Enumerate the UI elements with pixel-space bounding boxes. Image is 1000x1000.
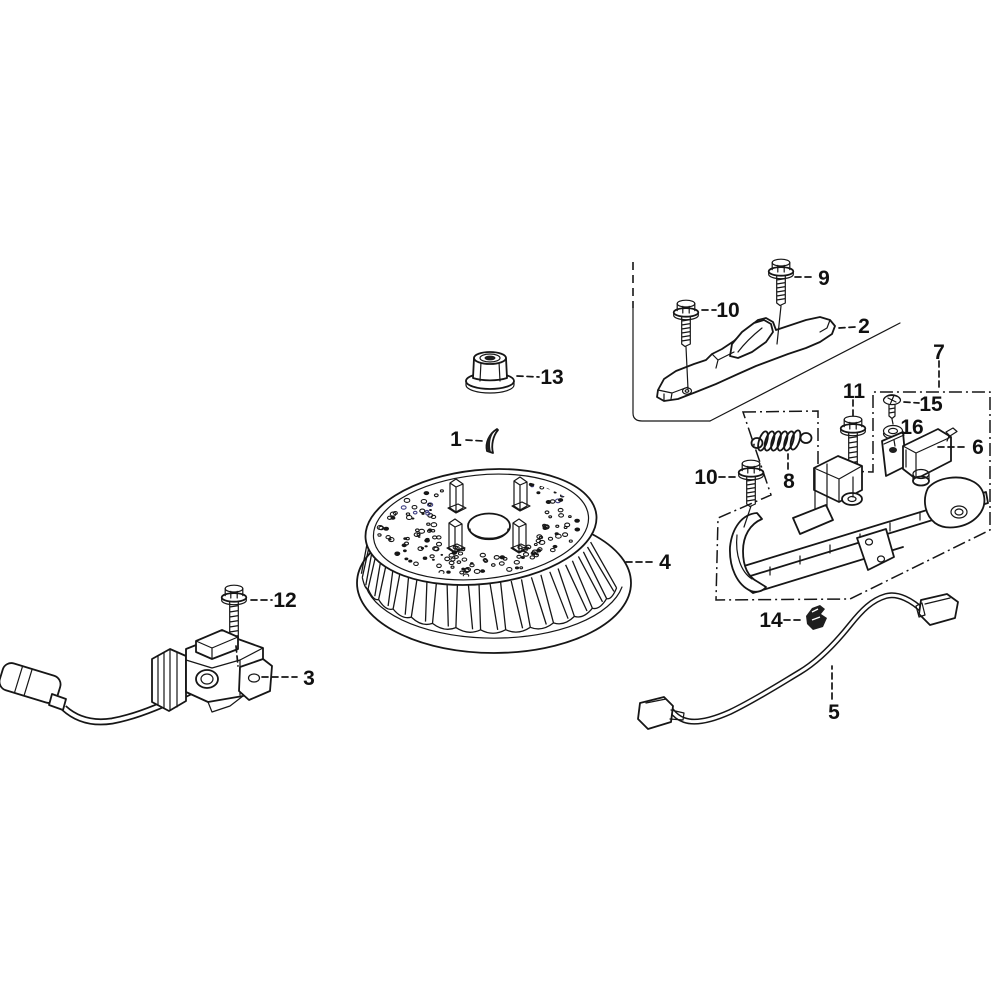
callout-labels: 1 2 3 4 5 6 7 8 9 10 10 11 12 13 14 15 1…	[273, 267, 984, 724]
spring-illustration	[750, 429, 813, 452]
callout-1: 1	[450, 428, 462, 451]
callout-12: 12	[273, 589, 296, 612]
wire-clip-illustration	[806, 605, 827, 630]
callout-5: 5	[828, 701, 840, 724]
callout-8: 8	[783, 470, 795, 493]
flywheel-blades	[360, 534, 618, 634]
bolt-10-left-illustration	[737, 459, 765, 508]
callout-2: 2	[858, 315, 870, 338]
woodruff-key-illustration	[485, 428, 499, 454]
bolt-10-top-illustration	[672, 299, 700, 348]
flange-nut-illustration	[465, 351, 515, 394]
air-guide-plate-illustration	[656, 316, 836, 402]
callout-15: 15	[919, 393, 943, 416]
engine-stop-switch-illustration	[881, 427, 958, 487]
callout-4: 4	[659, 551, 671, 574]
callout-13: 13	[540, 366, 563, 389]
control-base-illustration	[729, 455, 989, 594]
callout-10-top: 10	[716, 299, 739, 322]
callout-9: 9	[818, 267, 830, 290]
screw-15-illustration	[882, 394, 902, 420]
callout-14: 14	[759, 609, 783, 632]
callout-10-left: 10	[694, 466, 717, 489]
callout-16: 16	[900, 416, 923, 439]
frame-top-right	[632, 262, 901, 422]
bolt-9-illustration	[767, 258, 795, 307]
flywheel-illustration	[356, 468, 632, 654]
callout-11: 11	[843, 380, 866, 403]
callout-7: 7	[933, 341, 945, 364]
ignition-coil-illustration	[0, 629, 273, 726]
stop-wire-illustration	[637, 592, 959, 730]
callout-3: 3	[303, 667, 315, 690]
frame-control-assembly	[715, 391, 991, 601]
leader-lines	[235, 276, 967, 700]
callout-6: 6	[972, 436, 984, 459]
